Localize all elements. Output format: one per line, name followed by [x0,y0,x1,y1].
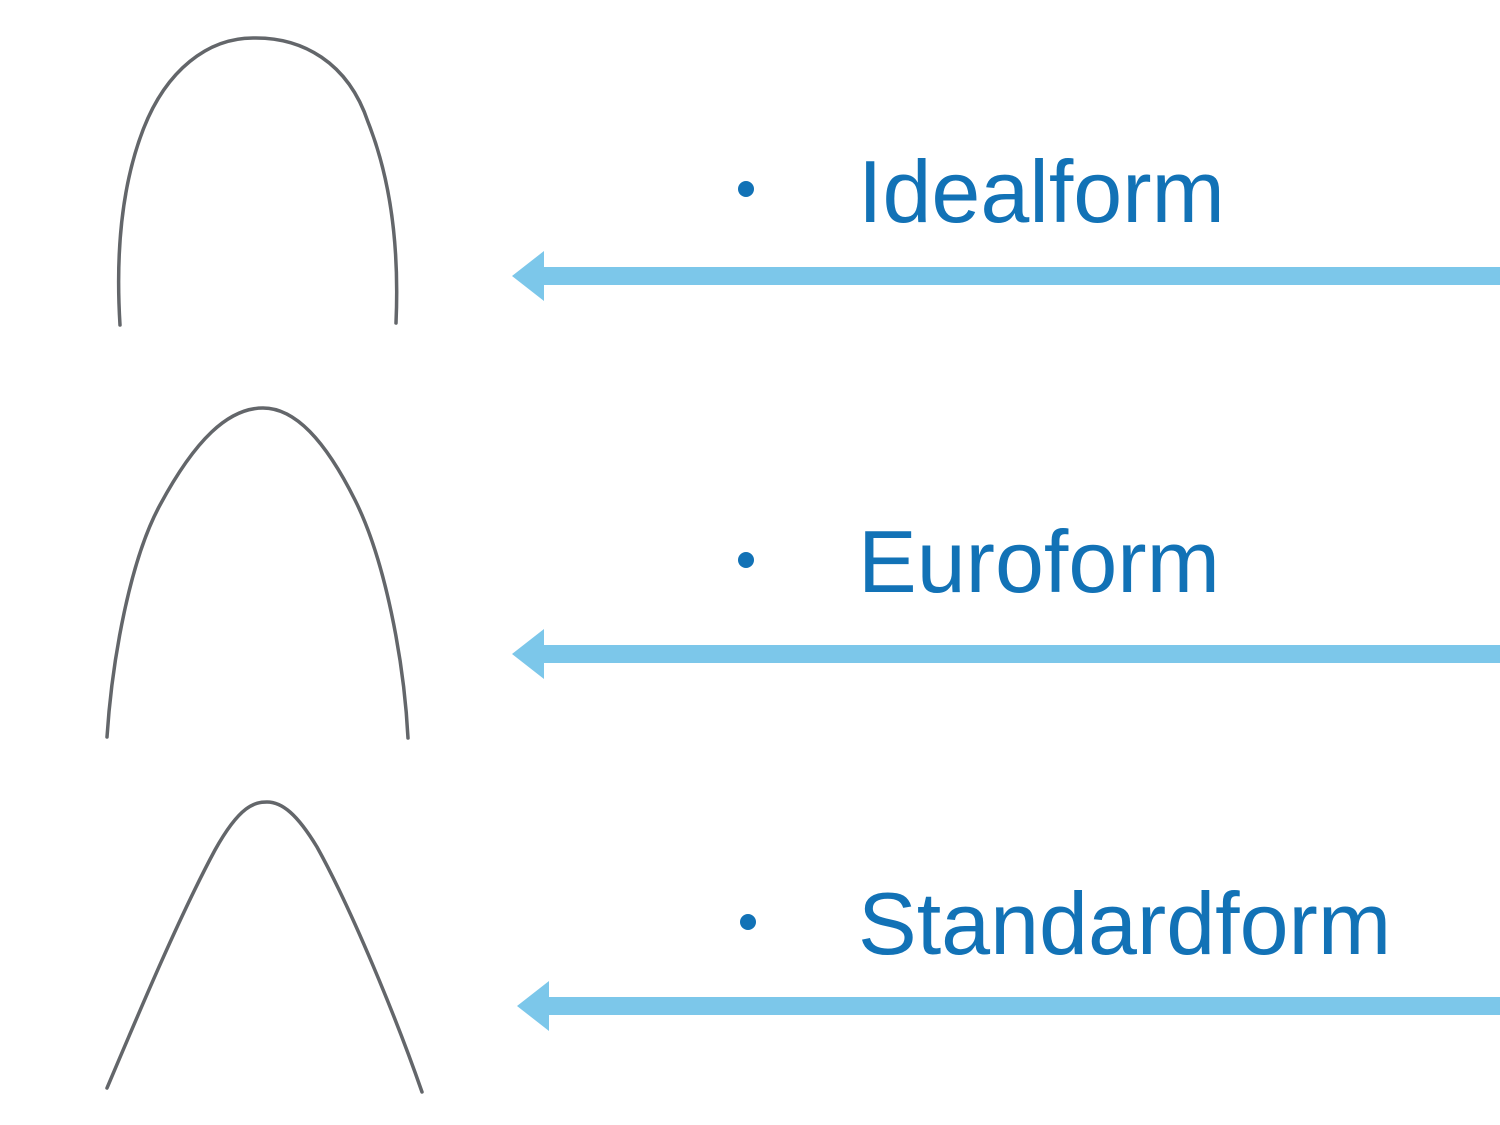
bullet-dot-icon [738,181,754,197]
bullet-dot-icon [738,552,754,568]
archform-label-idealform: Idealform [858,142,1225,241]
euroform-archwire-shape [105,406,410,740]
idealform-archwire-shape [116,36,399,327]
archform-label-standardform: Standardform [858,874,1392,973]
left-arrow-icon-euroform [512,629,1500,679]
left-arrow-icon-standardform [517,981,1500,1031]
standardform-archwire-shape [105,800,424,1094]
archform-label-euroform: Euroform [858,512,1220,611]
bullet-dot-icon [740,914,756,930]
left-arrow-icon-idealform [512,251,1500,301]
